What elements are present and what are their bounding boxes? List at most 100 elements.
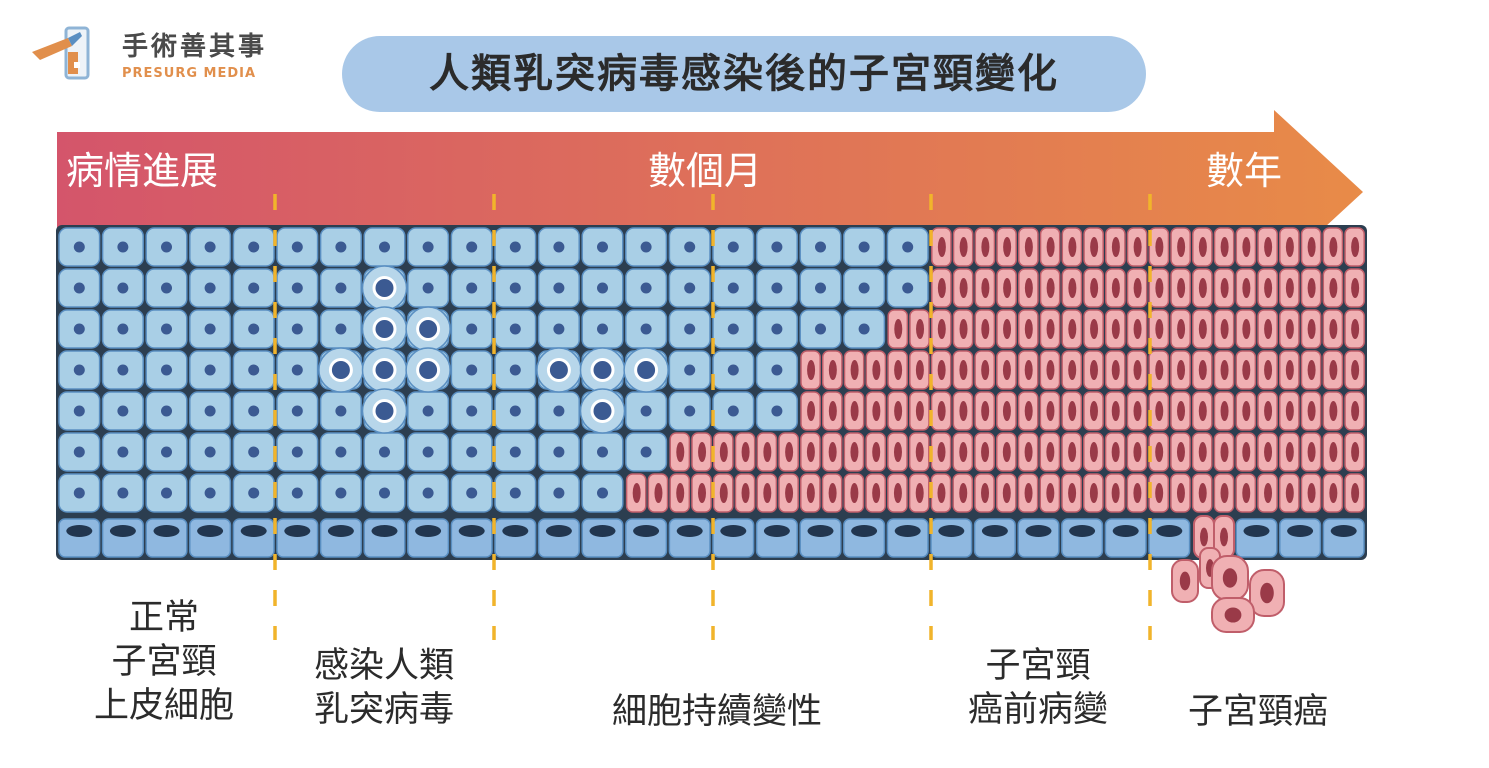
abnormal-nucleus [1329,442,1338,462]
abnormal-nucleus [959,483,968,503]
infected-nucleus [593,402,612,420]
basal-cell [668,518,711,558]
basal-nucleus [284,525,311,537]
abnormal-nucleus [1133,319,1142,339]
abnormal-nucleus [1133,483,1142,503]
infected-nucleus [331,361,350,379]
cell-nucleus [422,241,434,253]
abnormal-nucleus [763,442,772,462]
cell-nucleus [291,323,303,335]
abnormal-nucleus [1198,483,1207,503]
basal-nucleus [197,525,224,537]
cell-nucleus [161,282,172,294]
cell-nucleus [161,487,172,499]
basal-cell [712,518,755,558]
arrow-label-months: 數個月 [648,149,763,193]
cell-nucleus [771,364,783,376]
basal-nucleus [1156,525,1183,537]
arrow-label-years: 數年 [1206,149,1283,193]
abnormal-nucleus [1024,319,1033,339]
cell-layer [58,227,1365,633]
cell-nucleus [161,364,172,376]
invasive-nucleus [1220,527,1228,547]
abnormal-nucleus [1111,442,1120,462]
abnormal-nucleus [1111,360,1120,380]
infected-nucleus [637,361,656,379]
basal-nucleus [807,525,834,537]
abnormal-nucleus [1068,319,1077,339]
abnormal-nucleus [1090,278,1099,298]
abnormal-nucleus [1133,237,1142,257]
basal-cell [276,518,319,558]
basal-nucleus [633,525,660,537]
cell-nucleus [640,405,652,417]
abnormal-nucleus [1046,442,1055,462]
abnormal-nucleus [1024,442,1033,462]
abnormal-nucleus [937,442,946,462]
abnormal-nucleus [1068,442,1077,462]
cell-nucleus [379,487,390,499]
abnormal-nucleus [1155,319,1164,339]
basal-nucleus [1112,525,1139,537]
cell-nucleus [727,405,739,417]
invasive-nucleus [1224,607,1242,623]
page-title: 人類乳突病毒感染後的子宮頸變化 [342,36,1146,112]
abnormal-nucleus [850,442,859,462]
cell-nucleus [727,364,739,376]
abnormal-nucleus [1024,401,1033,421]
abnormal-nucleus [1133,360,1142,380]
abnormal-nucleus [1264,278,1273,298]
abnormal-nucleus [1024,237,1033,257]
abnormal-nucleus [1329,278,1338,298]
abnormal-nucleus [741,483,750,503]
cell-nucleus [597,323,608,335]
abnormal-nucleus [1285,360,1294,380]
abnormal-nucleus [1024,278,1033,298]
basal-cell [930,518,973,558]
basal-nucleus [1287,525,1314,537]
basal-cell [1279,518,1322,558]
abnormal-nucleus [1068,360,1077,380]
basal-nucleus [240,525,267,537]
cell-nucleus [815,282,826,294]
abnormal-nucleus [1155,360,1164,380]
cell-nucleus [509,364,521,376]
abnormal-nucleus [959,278,968,298]
basal-cell [1104,518,1147,558]
abnormal-nucleus [1285,237,1294,257]
cell-nucleus [640,282,652,294]
abnormal-nucleus [1177,319,1186,339]
basal-nucleus [545,525,572,537]
basal-cell [1235,518,1278,558]
abnormal-nucleus [1264,442,1273,462]
abnormal-nucleus [872,401,881,421]
cell-nucleus [73,446,85,458]
abnormal-nucleus [676,442,685,462]
cell-nucleus [727,323,739,335]
cell-nucleus [727,241,739,253]
basal-nucleus [1243,525,1270,537]
cell-nucleus [771,241,783,253]
abnormal-nucleus [1220,483,1229,503]
abnormal-nucleus [1220,401,1229,421]
abnormal-nucleus [1329,401,1338,421]
cell-nucleus [335,487,347,499]
abnormal-nucleus [1198,237,1207,257]
basal-cell [58,518,101,558]
abnormal-nucleus [719,442,728,462]
cell-nucleus [204,282,216,294]
abnormal-nucleus [1133,401,1142,421]
cell-nucleus [553,405,565,417]
cell-nucleus [73,241,85,253]
abnormal-nucleus [698,442,707,462]
abnormal-nucleus [1220,278,1229,298]
cell-nucleus [335,446,347,458]
abnormal-nucleus [1264,483,1273,503]
cell-nucleus [466,241,478,253]
abnormal-nucleus [1068,278,1077,298]
abnormal-nucleus [1198,278,1207,298]
cell-nucleus [640,241,652,253]
abnormal-nucleus [1133,442,1142,462]
cell-nucleus [858,241,870,253]
